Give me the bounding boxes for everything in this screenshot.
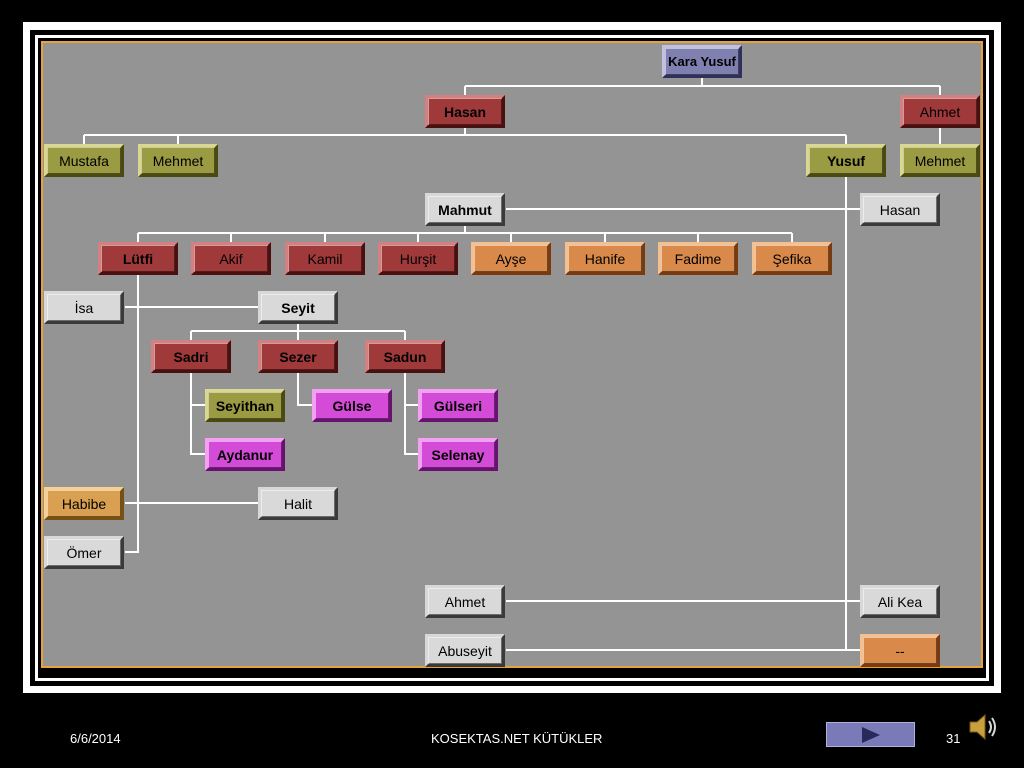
node-ali-kea: Ali Kea: [860, 585, 940, 618]
node-seyithan: Seyithan: [205, 389, 285, 422]
node-omer: Ömer: [44, 536, 124, 569]
footer-title: KOSEKTAS.NET KÜTÜKLER: [431, 731, 603, 746]
speaker-icon[interactable]: [966, 710, 1000, 744]
node-habibe: Habibe: [44, 487, 124, 520]
play-arrow-icon: [861, 726, 880, 743]
node-selenay: Selenay: [418, 438, 498, 471]
node-akif: Akif: [191, 242, 271, 275]
connector-sezer: [297, 372, 312, 406]
node-ahmet-bottom: Ahmet: [425, 585, 505, 618]
connector-sadri: [190, 372, 205, 455]
node-abuseyit: Abuseyit: [425, 634, 505, 667]
node-yusuf: Yusuf: [806, 144, 886, 177]
node-halit: Halit: [258, 487, 338, 520]
node-sadun: Sadun: [365, 340, 445, 373]
node-kamil: Kamil: [285, 242, 365, 275]
node-sadri: Sadri: [151, 340, 231, 373]
node-mehmet-left: Mehmet: [138, 144, 218, 177]
next-slide-button[interactable]: [826, 722, 915, 747]
node-mahmut: Mahmut: [425, 193, 505, 226]
node-mustafa: Mustafa: [44, 144, 124, 177]
node-fadime: Fadime: [658, 242, 738, 275]
node-seyit: Seyit: [258, 291, 338, 324]
connector-lutfi: [125, 274, 258, 553]
node-hanife: Hanife: [565, 242, 645, 275]
connector-seyit: [190, 323, 406, 340]
node-hasan: Hasan: [425, 95, 505, 128]
node-gulse: Gülse: [312, 389, 392, 422]
node-dash: --: [860, 634, 940, 667]
footer-date: 6/6/2014: [70, 731, 121, 746]
node-hursit: Hurşit: [378, 242, 458, 275]
footer-page-number: 31: [946, 731, 961, 746]
node-ayse: Ayşe: [471, 242, 551, 275]
connector-kara-yusuf: [464, 78, 941, 95]
node-lutfi: Lütfi: [98, 242, 178, 275]
connector-mahmut-children: [137, 225, 793, 242]
connector-sadun: [404, 372, 418, 455]
node-sezer: Sezer: [258, 340, 338, 373]
connector-yusuf: [845, 176, 860, 651]
node-isa: İsa: [44, 291, 124, 324]
node-sefika: Şefika: [752, 242, 832, 275]
node-hasan-right: Hasan: [860, 193, 940, 226]
node-aydanur: Aydanur: [205, 438, 285, 471]
connector-hasan: [83, 127, 847, 144]
node-gulseri: Gülseri: [418, 389, 498, 422]
node-ahmet: Ahmet: [900, 95, 980, 128]
node-kara-yusuf: Kara Yusuf: [662, 45, 742, 78]
node-mehmet-right: Mehmet: [900, 144, 980, 177]
